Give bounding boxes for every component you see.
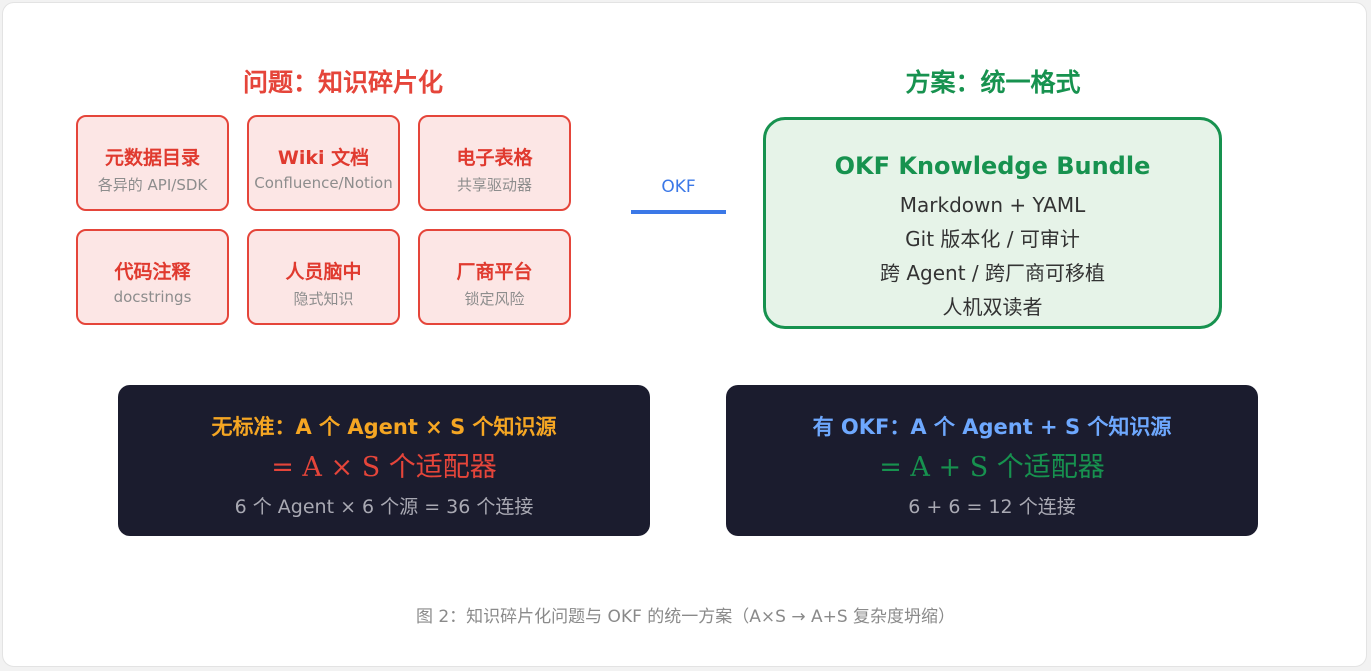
problem-box-subtitle: 锁定风险	[464, 290, 525, 308]
problem-box-wiki-docs: Wiki 文档 Confluence/Notion	[247, 115, 400, 211]
solution-title: 方案：统一格式	[905, 68, 1081, 97]
problem-box-title: 人员脑中	[285, 261, 362, 283]
problem-box-code-comments: 代码注释 docstrings	[76, 229, 229, 325]
with-okf-formula: = A + S 个适配器	[879, 452, 1105, 483]
problem-box-tacit-knowledge: 人员脑中 隐式知识	[247, 229, 400, 325]
with-okf-example: 6 + 6 = 12 个连接	[908, 496, 1076, 518]
okf-arrow-label: OKF	[661, 177, 696, 197]
problem-box-subtitle: Confluence/Notion	[254, 174, 393, 192]
okf-feature-line: 跨 Agent / 跨厂商可移植	[879, 261, 1105, 285]
problem-box-subtitle: 各异的 API/SDK	[97, 176, 208, 194]
figure-caption: 图 2：知识碎片化问题与 OKF 的统一方案（A×S → A+S 复杂度坍缩）	[415, 607, 956, 627]
okf-bundle-title: OKF Knowledge Bundle	[834, 152, 1151, 180]
with-okf-title: 有 OKF：A 个 Agent + S 个知识源	[812, 415, 1172, 439]
problem-box-title: Wiki 文档	[277, 147, 370, 169]
without-standard-example: 6 个 Agent × 6 个源 = 36 个连接	[234, 496, 534, 518]
problem-box-title: 厂商平台	[456, 261, 533, 283]
with-okf-panel: 有 OKF：A 个 Agent + S 个知识源 = A + S 个适配器 6 …	[726, 385, 1258, 536]
problem-box-subtitle: 隐式知识	[293, 290, 354, 308]
okf-feature-line: 人机双读者	[942, 295, 1043, 319]
okf-feature-line: Git 版本化 / 可审计	[905, 227, 1080, 251]
okf-feature-line: Markdown + YAML	[899, 193, 1086, 217]
okf-bundle-box: OKF Knowledge Bundle Markdown + YAML Git…	[763, 117, 1222, 329]
problem-box-spreadsheets: 电子表格 共享驱动器	[418, 115, 571, 211]
without-standard-title: 无标准：A 个 Agent × S 个知识源	[211, 415, 557, 439]
problem-title: 问题：知识碎片化	[242, 68, 443, 97]
problem-box-subtitle: 共享驱动器	[456, 176, 532, 194]
problem-box-title: 代码注释	[114, 261, 191, 283]
problem-box-metadata-catalog: 元数据目录 各异的 API/SDK	[76, 115, 229, 211]
problem-box-title: 电子表格	[456, 147, 533, 169]
problem-box-vendor-platform: 厂商平台 锁定风险	[418, 229, 571, 325]
without-standard-formula: = A × S 个适配器	[271, 452, 497, 483]
problem-box-subtitle: docstrings	[113, 288, 192, 306]
okf-arrow-line	[631, 210, 726, 214]
without-standard-panel: 无标准：A 个 Agent × S 个知识源 = A × S 个适配器 6 个 …	[118, 385, 650, 536]
problem-box-title: 元数据目录	[104, 147, 200, 169]
